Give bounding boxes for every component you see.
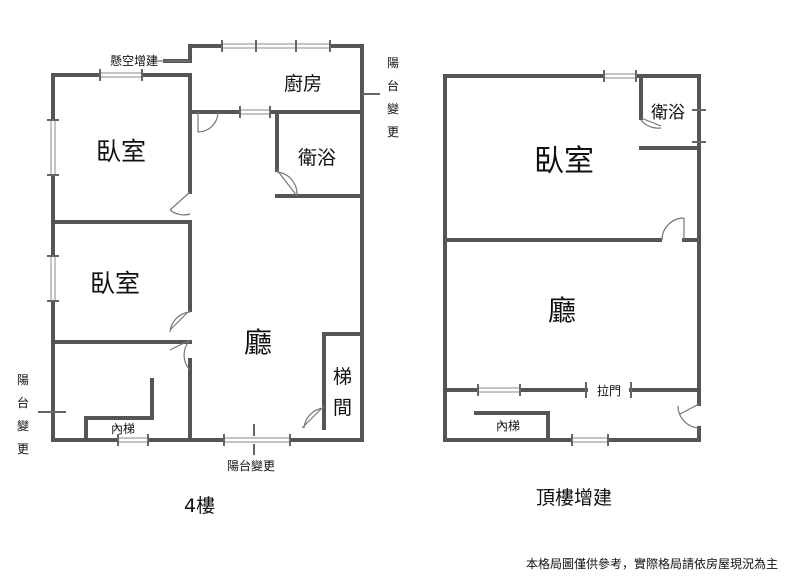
floor4-door-hall — [169, 339, 191, 371]
floor4-bedroom-1-label: 臥室 — [96, 137, 146, 166]
svg-text:更: 更 — [17, 442, 29, 456]
floor4-stair-wall — [322, 332, 364, 430]
rooftop-doors — [640, 117, 700, 429]
rooftop-sliding-door-label: 拉門 — [597, 383, 621, 398]
svg-text:陽: 陽 — [387, 56, 399, 70]
rooftop-bedroom-label: 臥室 — [534, 144, 594, 179]
rooftop-inner-stair-wall — [474, 411, 550, 442]
floor4-door-stair — [301, 405, 325, 429]
floor4-door-bedroom-2 — [169, 309, 191, 333]
rooftop-inner-stair-label: 內梯 — [496, 419, 520, 433]
rooftop-bathroom-label: 衛浴 — [651, 103, 685, 123]
floor4-bedroom-2-label: 臥室 — [90, 269, 140, 298]
rooftop-door-bathroom — [640, 117, 662, 129]
svg-text:更: 更 — [387, 125, 399, 139]
rooftop-outer-wall — [443, 74, 701, 442]
floor4-stair-label-bottom: 間 — [333, 397, 352, 419]
rooftop-bathroom-wall — [639, 74, 701, 150]
floor4-bathroom-label: 衛浴 — [298, 147, 336, 169]
floor4-windows — [47, 40, 331, 446]
disclaimer-text: 本格局圖僅供參考，實際格局請依房屋現況為主 — [526, 556, 778, 571]
rooftop-plan: 臥室 衛浴 廳 拉門 內梯 頂樓增建 — [443, 70, 706, 509]
floor4-balcony-right-label: 陽 台 變 更 — [387, 56, 399, 139]
floor4-bathroom-wall — [275, 110, 364, 198]
svg-text:變: 變 — [387, 101, 399, 116]
rooftop-door-exit — [677, 403, 700, 429]
rooftop-living-label: 廳 — [548, 294, 576, 327]
floor4-inner-stair-wall — [84, 378, 154, 442]
floor4-inner-stair-label: 內梯 — [111, 422, 135, 436]
floor4-door-bathroom — [276, 169, 298, 197]
rooftop-caption: 頂樓增建 — [536, 487, 612, 509]
floor4-balcony-bottom-label: 陽台變更 — [227, 458, 275, 473]
floor4-caption: 4樓 — [184, 495, 215, 517]
floor4-overhang-label: 懸空增建 — [110, 54, 158, 68]
svg-text:變: 變 — [17, 418, 29, 433]
rooftop-door-bedroom — [661, 217, 685, 241]
rooftop-windows — [477, 70, 706, 446]
floor4-living-label: 廳 — [244, 326, 272, 359]
floor4-kitchen-label: 廚房 — [284, 72, 322, 95]
floor4-doors — [169, 111, 325, 429]
floor4-stair-label-top: 梯 — [333, 366, 352, 388]
svg-text:陽: 陽 — [17, 373, 29, 387]
svg-text:台: 台 — [387, 78, 399, 93]
floor4-door-bedroom-1 — [169, 191, 191, 216]
svg-text:台: 台 — [17, 395, 29, 410]
floor4-balcony-left-label: 陽 台 變 更 — [17, 373, 29, 456]
floor4-outer-wall — [51, 44, 364, 442]
floor4-door-kitchen — [197, 111, 219, 133]
floor4-plan: 臥室 臥室 廚房 衛浴 廳 梯 間 內梯 懸空增建 陽 台 變 更 陽 台 變 … — [17, 40, 399, 517]
